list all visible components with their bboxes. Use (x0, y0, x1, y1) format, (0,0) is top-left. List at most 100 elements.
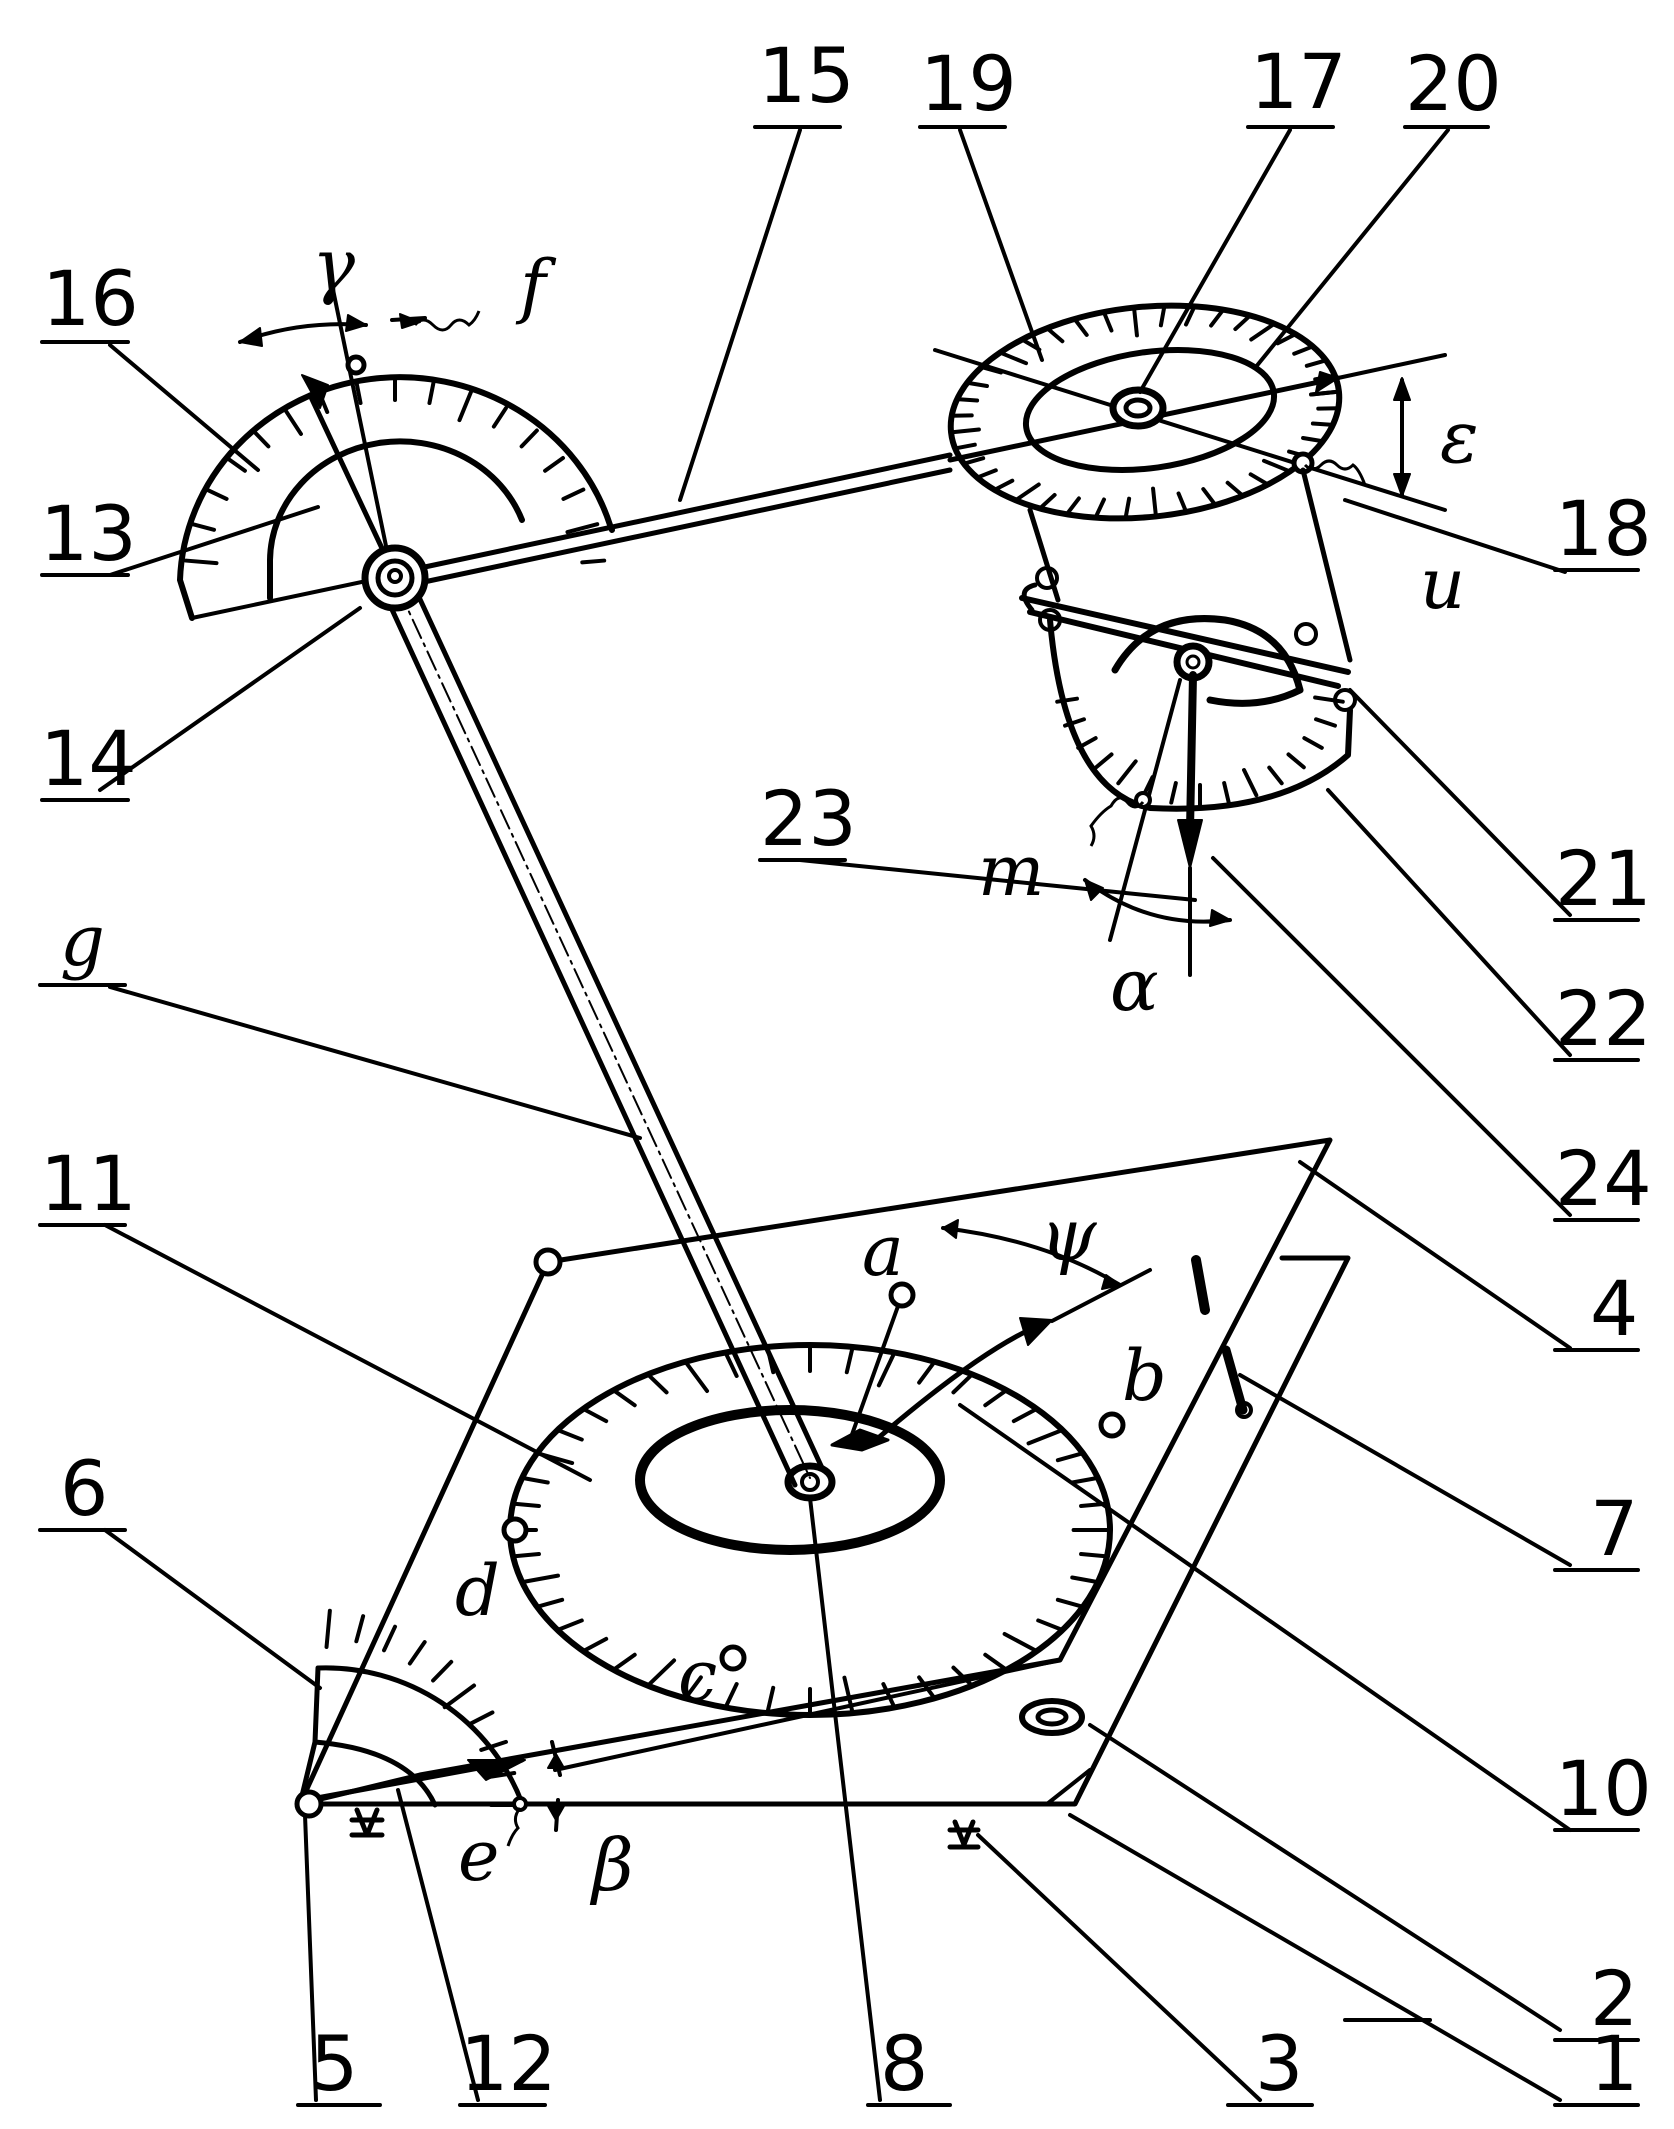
disk-points (504, 1250, 1123, 1669)
dial-19-tick (1067, 498, 1079, 514)
disk-11-tick (583, 1409, 606, 1421)
disk-11-tick (558, 1620, 582, 1630)
scale-22-tick (1224, 783, 1229, 802)
dial-19-tick (1047, 328, 1062, 341)
letter-d: d (455, 1550, 500, 1632)
quadrant-6-tick (410, 1642, 425, 1663)
label-15: 15 (758, 31, 855, 120)
protractor-16-tick (545, 458, 563, 471)
letter-c: c (678, 1635, 717, 1717)
letter-g: g (60, 900, 105, 982)
dial-19-tick (1313, 424, 1333, 425)
scale-22-tick (1304, 738, 1321, 748)
leveling-screw-right (950, 1822, 978, 1847)
angle-gamma: γ (312, 223, 356, 307)
disk-11-tick (985, 1655, 1006, 1670)
scale-22-tick (1118, 761, 1135, 783)
disk-11-tick (847, 1347, 853, 1372)
quadrant-6-tick (356, 1616, 363, 1641)
quadrant-6-tick (327, 1611, 330, 1647)
protractor-16-tick (253, 431, 268, 447)
protractor-16-tick (284, 408, 301, 434)
disk-11-tick (1058, 1600, 1083, 1607)
letter-f: f (515, 245, 557, 327)
label-1: 1 (1590, 2019, 1638, 2108)
disk-11-tick (614, 1390, 635, 1405)
dial-19-tick (1203, 489, 1215, 505)
protractor-16-tick (494, 408, 506, 426)
protractor-16-tick (563, 490, 583, 499)
dial-19-tick (1303, 438, 1323, 441)
disk-11-tick (1072, 1577, 1098, 1582)
dial-19-tick (1134, 308, 1137, 336)
label-3: 3 (1255, 2019, 1303, 2108)
protractor-16-tick (429, 381, 433, 403)
label-6: 6 (60, 1444, 108, 1533)
dial-19-tick (995, 481, 1013, 490)
label-20: 20 (1405, 39, 1502, 128)
azimuth-disk-11 (510, 1345, 1110, 1715)
label-18: 18 (1555, 484, 1652, 573)
disk-11-tick (537, 1600, 562, 1607)
dial-19-tick (1211, 310, 1223, 326)
protractor-16-tick (193, 524, 214, 530)
angle-beta: β (589, 1823, 634, 1907)
disk-11-tick (1014, 1409, 1037, 1421)
pivot-14 (365, 548, 425, 608)
scale-22-tick (1269, 768, 1281, 784)
label-13: 13 (40, 489, 137, 578)
scale-22-tick (1316, 719, 1335, 725)
dial-19-tick (1307, 360, 1326, 365)
hinge-point-5 (297, 1792, 321, 1816)
letter-e: e (458, 1815, 499, 1897)
angle-epsilon: ε (1440, 395, 1479, 479)
leveling-screw-left (352, 1810, 382, 1835)
scale-22-tick (1096, 754, 1111, 767)
disk-11-tick (1029, 1430, 1063, 1443)
dial-19-tick (1264, 461, 1290, 472)
disk-11-tick (648, 1374, 667, 1392)
arm-15 (420, 455, 950, 582)
protractor-16-tick (522, 431, 537, 447)
disk-11-tick (1005, 1634, 1037, 1651)
scale-22-tick (1244, 770, 1256, 795)
label-16: 16 (42, 254, 139, 343)
dial-19-tick (1228, 483, 1243, 496)
base-plate (300, 1258, 1348, 1804)
disk-11-tick (583, 1639, 606, 1651)
disk-11-tick (513, 1504, 539, 1506)
disk-11-tick (1081, 1554, 1107, 1556)
dial-19-tick (955, 445, 975, 449)
dial-19-tick (951, 429, 979, 432)
protractor-16-tick (207, 490, 227, 499)
scale-22-tick (1315, 697, 1343, 701)
leader-lines (40, 127, 1638, 2105)
label-4: 4 (1590, 1264, 1638, 1353)
scale-22-tick (1171, 783, 1176, 802)
pins (1196, 1260, 1251, 1417)
disk-11-tick (522, 1478, 548, 1483)
disk-11-tick (985, 1390, 1006, 1405)
dial-19-tick (1294, 346, 1313, 353)
angle-alpha: α (1110, 943, 1159, 1027)
quadrant-6-tick (469, 1712, 492, 1724)
dial-19-tick (967, 383, 987, 386)
angle-psi: ψ (1040, 1193, 1098, 1277)
label-21: 21 (1555, 834, 1652, 923)
disk-11-tick (648, 1660, 674, 1685)
bar-21 (1022, 568, 1355, 710)
dial-19-tick (1251, 324, 1274, 340)
letter-a: a (862, 1210, 904, 1292)
disk-11-tick (1058, 1453, 1083, 1460)
label-24: 24 (1555, 1134, 1652, 1223)
quadrant-6-tick (433, 1662, 451, 1681)
protractor-16-tick (227, 458, 245, 471)
dial-19 (935, 287, 1445, 537)
dial-19-tick (1075, 319, 1087, 335)
label-22: 22 (1555, 974, 1652, 1063)
letter-u: u (1420, 543, 1465, 625)
dial-19-tick (1251, 474, 1268, 484)
disk-11-tick (513, 1554, 539, 1556)
